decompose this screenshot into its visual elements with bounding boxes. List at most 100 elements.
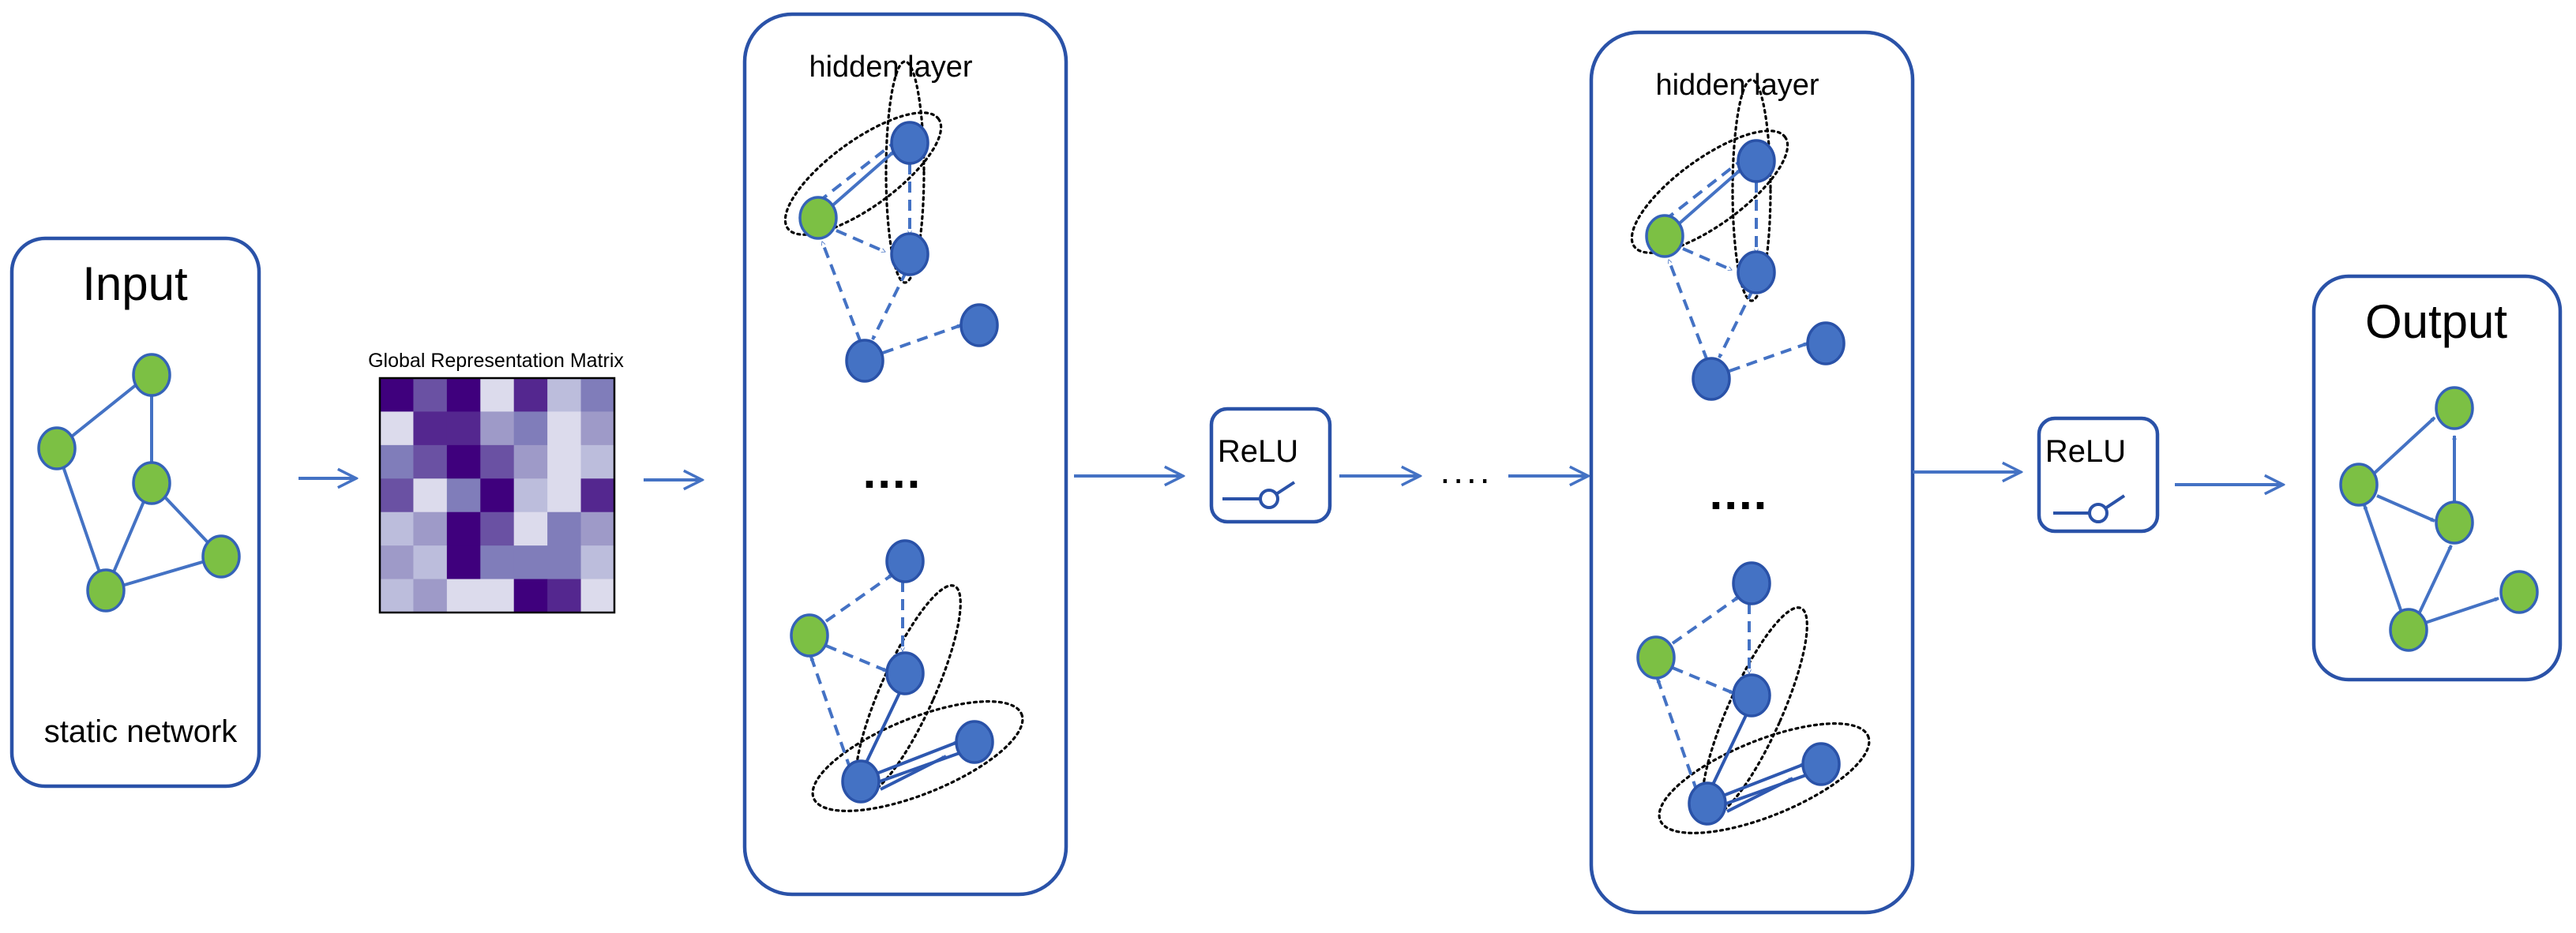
graph-node [2339, 463, 2379, 507]
matrix-cell [513, 478, 548, 513]
hidden-layer-1: hidden layer .... [742, 12, 1068, 897]
matrix-cell [580, 411, 615, 446]
graph-node [885, 651, 925, 695]
graph-node [1737, 139, 1776, 183]
matrix-cell [547, 478, 582, 513]
graph-node [132, 353, 171, 397]
matrix-cell [547, 511, 582, 546]
graph-node [798, 196, 838, 240]
matrix-cell [380, 545, 415, 580]
matrix-cell [580, 511, 615, 546]
graph-node [2435, 386, 2474, 430]
graph-node [1732, 561, 1771, 605]
matrix-title: Global Representation Matrix [368, 350, 624, 372]
graph-node [1645, 214, 1684, 258]
relu-activation-icon [2053, 494, 2126, 523]
matrix-cell [446, 378, 481, 413]
hidden-layer-title: hidden layer [1655, 69, 1819, 102]
matrix-cell [446, 478, 481, 513]
output-panel: Output [2311, 274, 2563, 682]
global-representation-matrix: Global Representation Matrix [368, 350, 624, 614]
relu-box [2037, 416, 2160, 534]
graph-node [955, 720, 994, 764]
graph-node [1692, 357, 1731, 401]
matrix-cell [513, 378, 548, 413]
graph-node [845, 339, 884, 383]
graph-node [1636, 635, 1676, 680]
matrix-cell [380, 511, 415, 546]
matrix-cell [513, 444, 548, 479]
matrix-cell [513, 411, 548, 446]
matrix-cell [580, 545, 615, 580]
graph-node [1688, 781, 1727, 826]
hidden-layer-2: hidden layer .... [1589, 30, 1915, 915]
neighborhood-ellipse [1731, 78, 1772, 302]
matrix-cell [413, 511, 448, 546]
matrix-cell [413, 579, 448, 613]
graph-node [2499, 570, 2539, 614]
subgraph-bottom [790, 539, 1024, 812]
matrix-cell [580, 378, 615, 413]
matrix-cell [580, 478, 615, 513]
input-title: Input [82, 257, 188, 310]
graph-node [1732, 673, 1771, 718]
neighborhood-ellipse [1658, 722, 1871, 834]
matrix-cell [380, 444, 415, 479]
graph-node [37, 426, 77, 470]
matrix-cell [380, 378, 415, 413]
matrix-cell [446, 411, 481, 446]
matrix-cell [413, 545, 448, 580]
graph-node [1806, 321, 1846, 365]
matrix-cell [446, 545, 481, 580]
between-ellipsis: .... [1440, 450, 1493, 491]
graph-node [890, 232, 929, 276]
matrix-cell [446, 444, 481, 479]
matrix-cell [480, 478, 515, 513]
input-caption: static network [44, 714, 238, 749]
matrix-cell [380, 478, 415, 513]
matrix-cell [547, 444, 582, 479]
matrix-grid [380, 378, 615, 613]
graph-node [790, 613, 829, 658]
matrix-cell [480, 579, 515, 613]
neighborhood-ellipse [811, 700, 1024, 812]
graph-node [885, 539, 925, 583]
neighborhood-ellipse [1630, 129, 1789, 254]
graph-node [132, 461, 171, 505]
subgraph-bottom [1636, 561, 1871, 834]
matrix-cell [380, 579, 415, 613]
graph-node [2435, 500, 2474, 545]
subgraph-top [783, 60, 999, 383]
matrix-cell [380, 411, 415, 446]
matrix-cell [547, 545, 582, 580]
relu-box [1209, 407, 1332, 524]
matrix-cell [413, 411, 448, 446]
graph-node [1801, 742, 1841, 786]
neighborhood-ellipse [783, 111, 943, 236]
graph-node [86, 568, 126, 613]
matrix-cell [413, 444, 448, 479]
matrix-cell [480, 545, 515, 580]
matrix-cell [513, 545, 548, 580]
subgraph-top [1630, 78, 1846, 401]
matrix-cell [446, 579, 481, 613]
output-box [2311, 274, 2563, 682]
matrix-cell [413, 378, 448, 413]
layer-ellipsis: .... [863, 445, 922, 498]
relu-activation-icon [1222, 481, 1296, 509]
relu-label: ReLU [2045, 434, 2126, 469]
matrix-cell [547, 378, 582, 413]
output-title: Output [2365, 295, 2507, 348]
neighborhood-ellipse [884, 60, 926, 284]
graph-node [841, 759, 881, 804]
matrix-cell [480, 378, 515, 413]
relu-block-2: ReLU [2037, 416, 2160, 534]
matrix-cell [480, 444, 515, 479]
input-box [9, 236, 261, 789]
matrix-cell [547, 579, 582, 613]
graph-node [2389, 608, 2428, 652]
relu-label: ReLU [1218, 434, 1298, 469]
input-graph [37, 353, 241, 613]
matrix-cell [513, 511, 548, 546]
